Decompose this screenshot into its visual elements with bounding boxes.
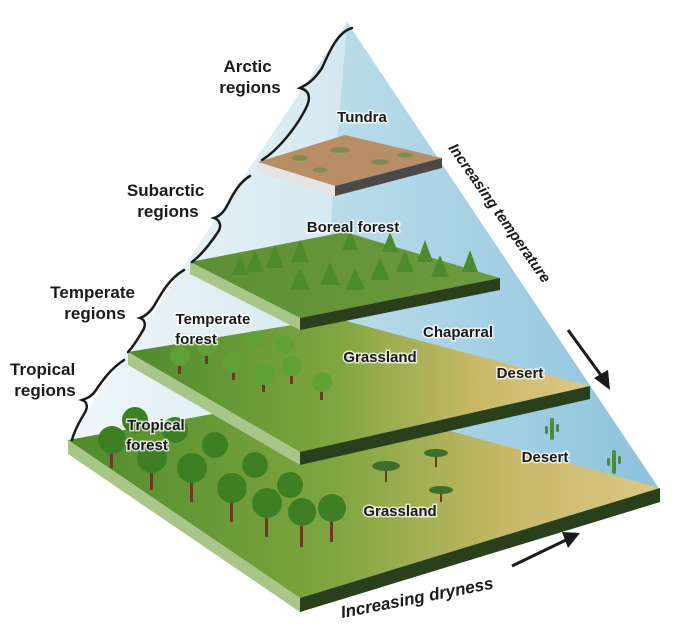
- label-desert-temperate: Desert: [497, 365, 544, 382]
- slab-temperate-top: [128, 318, 590, 452]
- region-subarctic-line1: Subarctic: [127, 181, 204, 200]
- label-grassland-tropical: Grassland: [363, 503, 436, 520]
- svg-text:Subarctic regions: Subarctic regions: [127, 181, 209, 221]
- cactus-icons: [545, 418, 621, 474]
- region-arctic-line2: regions: [219, 78, 280, 97]
- region-arctic-line1: Arctic: [224, 57, 272, 76]
- label-desert-tropical: Desert: [522, 449, 569, 466]
- label-tropical-forest-1: Tropical: [127, 417, 185, 434]
- label-temperate-forest-1: Temperate: [176, 311, 251, 328]
- region-braces: [70, 26, 354, 442]
- brace-arctic: [260, 26, 354, 162]
- region-tropical-line1: Tropical: [10, 360, 75, 379]
- slab-tropical-right-edge: [300, 488, 660, 612]
- region-subarctic-line2: regions: [137, 202, 198, 221]
- label-boreal-forest: Boreal forest: [307, 219, 400, 236]
- svg-text:Temperate regions: Temperate regions: [50, 283, 139, 323]
- slab-arctic-left-edge: [258, 162, 335, 196]
- region-labels: Arctic regions Subarctic regions Tempera…: [10, 57, 281, 400]
- slab-subarctic-right-edge: [300, 278, 500, 330]
- slab-subarctic-left-edge: [190, 262, 300, 330]
- temperature-arrow-line: [566, 329, 605, 379]
- slab-arctic-top: [258, 135, 442, 186]
- temperature-arrow-head: [594, 370, 610, 390]
- slab-subarctic-top: [190, 232, 500, 318]
- label-grassland-temperate: Grassland: [343, 349, 416, 366]
- dryness-arrow-head: [562, 532, 580, 548]
- brace-tropical: [70, 358, 126, 442]
- slab-temperate-left-edge: [128, 352, 300, 465]
- slab-subarctic: [190, 232, 500, 330]
- brace-subarctic: [190, 174, 252, 264]
- label-tropical-forest-2: forest: [126, 437, 168, 454]
- svg-text:Tropical forest: Tropical forest: [126, 417, 189, 454]
- label-temperate-forest-2: forest: [175, 331, 217, 348]
- slab-temperate-right-edge: [300, 386, 590, 465]
- slab-tropical-left-edge: [68, 440, 300, 612]
- tundra-moss: [292, 147, 413, 173]
- label-chaparral: Chaparral: [423, 324, 493, 341]
- boreal-trees: [232, 230, 478, 290]
- slab-temperate: [128, 318, 590, 465]
- label-tundra: Tundra: [337, 109, 387, 126]
- region-temperate-line1: Temperate: [50, 283, 135, 302]
- svg-text:Temperate forest: Temperate forest: [175, 311, 254, 348]
- slab-arctic: [258, 135, 442, 196]
- region-temperate-line2: regions: [64, 304, 125, 323]
- savanna-trees: [372, 449, 453, 502]
- svg-text:Tropical regions: Tropical regions: [10, 360, 80, 400]
- dryness-arrow-line: [511, 538, 567, 568]
- temperate-trees: [170, 331, 332, 400]
- slab-arctic-right-edge: [335, 158, 442, 196]
- region-tropical-line2: regions: [14, 381, 75, 400]
- svg-text:Arctic regions: Arctic regions: [219, 57, 280, 97]
- biome-labels: Tundra Boreal forest Temperate forest Gr…: [125, 108, 570, 522]
- tropical-trees: [98, 407, 346, 547]
- brace-temperate: [126, 268, 186, 354]
